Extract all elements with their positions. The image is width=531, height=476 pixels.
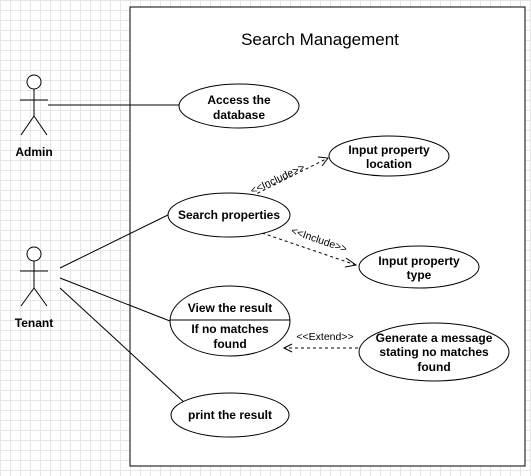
svg-text:print the result: print the result <box>188 408 272 422</box>
svg-text:Input property: Input property <box>378 254 460 268</box>
use-case-input-location: Input property location <box>328 135 450 177</box>
use-case-search-properties: Search properties <box>167 192 291 238</box>
svg-text:If no matches: If no matches <box>191 322 269 336</box>
include-type-arrowhead <box>344 257 358 268</box>
svg-text:Access the: Access the <box>207 93 271 107</box>
svg-text:stating no matches: stating no matches <box>379 345 489 359</box>
svg-text:database: database <box>213 108 265 122</box>
use-case-input-type: Input property type <box>358 245 480 289</box>
svg-text:Generate a message: Generate a message <box>376 331 493 345</box>
svg-text:Input property: Input property <box>348 143 430 157</box>
svg-text:type: type <box>407 268 432 282</box>
admin-head <box>26 74 42 90</box>
admin-actor: Admin <box>15 74 53 159</box>
tenant-head <box>26 246 42 262</box>
association-tenant-search <box>59 212 173 269</box>
association-tenant-view <box>59 277 176 324</box>
tenant-label: Tenant <box>15 316 53 330</box>
use-case-print-result: print the result <box>170 392 290 438</box>
system-boundary <box>129 6 526 467</box>
svg-text:found: found <box>213 337 246 351</box>
use-case-generate-message: Generate a message stating no matches fo… <box>358 322 510 382</box>
association-tenant-print <box>59 287 187 405</box>
include-type-line <box>261 232 357 266</box>
use-case-access-database: Access the database <box>178 83 300 129</box>
svg-text:Search properties: Search properties <box>178 208 280 222</box>
system-title: Search Management <box>241 30 399 49</box>
tenant-actor: Tenant <box>15 246 53 330</box>
admin-label: Admin <box>15 145 52 159</box>
use-case-view-result: View the result If no matches found <box>169 285 291 357</box>
include-location-arrowhead <box>317 156 329 167</box>
svg-text:View the result: View the result <box>188 301 272 315</box>
extend-arrowhead <box>282 343 293 353</box>
svg-text:found: found <box>417 360 450 374</box>
extend-label: <<Extend>> <box>296 331 353 343</box>
svg-text:location: location <box>366 157 412 171</box>
include-location-line <box>251 157 329 197</box>
